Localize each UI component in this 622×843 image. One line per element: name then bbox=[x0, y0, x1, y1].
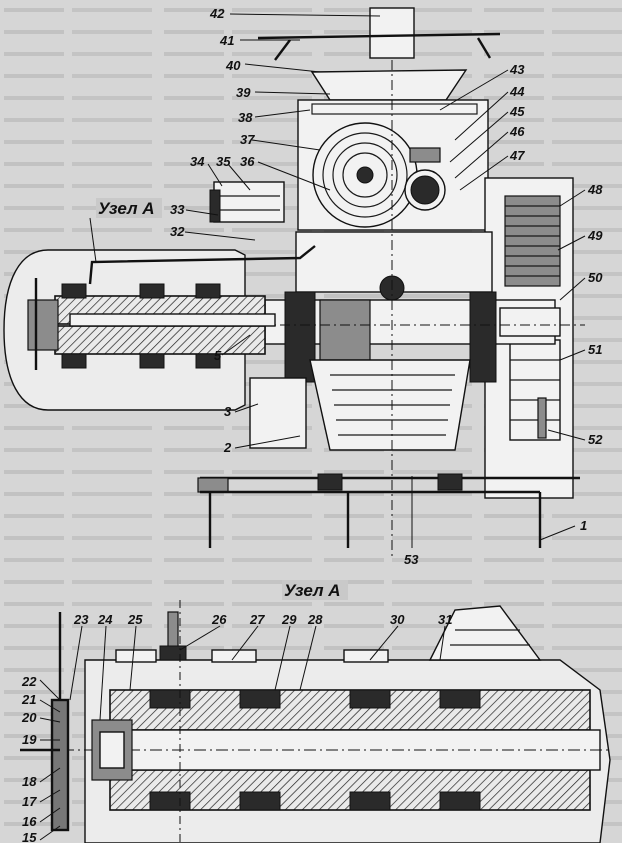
lower-detail-view bbox=[20, 600, 611, 843]
callout-2: 2 bbox=[223, 440, 232, 455]
callout-36: 36 bbox=[240, 154, 255, 169]
callout-16: 16 bbox=[22, 814, 37, 829]
callout-5: 5 bbox=[214, 348, 222, 363]
callout-30: 30 bbox=[390, 612, 405, 627]
callout-29: 29 bbox=[281, 612, 297, 627]
callout-38: 38 bbox=[238, 110, 253, 125]
callout-37: 37 bbox=[240, 132, 255, 147]
callout-1: 1 bbox=[580, 518, 587, 533]
callout-39: 39 bbox=[236, 85, 251, 100]
callout-28: 28 bbox=[307, 612, 323, 627]
callout-49: 49 bbox=[587, 228, 603, 243]
lower-callout-labels: 23 24 25 26 27 29 28 30 31 22 21 20 19 1… bbox=[21, 612, 452, 843]
callout-32: 32 bbox=[170, 224, 185, 239]
callout-47: 47 bbox=[509, 148, 525, 163]
callout-19: 19 bbox=[22, 732, 37, 747]
callout-48: 48 bbox=[587, 182, 603, 197]
callout-24: 24 bbox=[97, 612, 113, 627]
callout-35: 35 bbox=[216, 154, 231, 169]
callout-17: 17 bbox=[22, 794, 37, 809]
callout-41: 41 bbox=[219, 33, 234, 48]
callout-34: 34 bbox=[190, 154, 205, 169]
callout-25: 25 bbox=[127, 612, 143, 627]
callout-3: 3 bbox=[224, 404, 232, 419]
callout-31: 31 bbox=[438, 612, 452, 627]
callout-52: 52 bbox=[588, 432, 603, 447]
callout-40: 40 bbox=[225, 58, 241, 73]
upper-assembly bbox=[3, 7, 585, 560]
callout-33: 33 bbox=[170, 202, 185, 217]
callout-50: 50 bbox=[588, 270, 603, 285]
callout-18: 18 bbox=[22, 774, 37, 789]
callout-26: 26 bbox=[211, 612, 227, 627]
callout-46: 46 bbox=[509, 124, 525, 139]
callout-23: 23 bbox=[73, 612, 89, 627]
callout-20: 20 bbox=[21, 710, 37, 725]
callout-21: 21 bbox=[21, 692, 36, 707]
callout-22: 22 bbox=[21, 674, 37, 689]
callout-53: 53 bbox=[404, 552, 419, 567]
callout-15: 15 bbox=[22, 830, 37, 843]
upper-callout-labels: 42 41 40 39 38 37 36 35 34 33 32 5 3 2 4… bbox=[170, 6, 603, 567]
callout-27: 27 bbox=[249, 612, 265, 627]
callout-42: 42 bbox=[209, 6, 225, 21]
node-a-title-upper: Узел А bbox=[98, 199, 155, 218]
callout-44: 44 bbox=[509, 84, 525, 99]
callout-43: 43 bbox=[509, 62, 525, 77]
node-a-title-lower: Узел А bbox=[284, 581, 341, 600]
callout-45: 45 bbox=[509, 104, 525, 119]
upper-leader-lines bbox=[89, 13, 586, 548]
callout-51: 51 bbox=[588, 342, 602, 357]
lower-leader-lines bbox=[39, 625, 446, 841]
